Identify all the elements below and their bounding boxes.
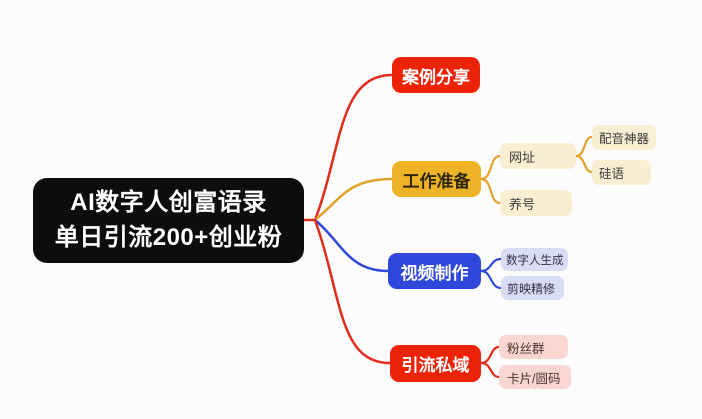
line-card-qrcode: [479, 361, 501, 379]
node-guiyu[interactable]: 硅语: [592, 160, 651, 185]
branch-line-work-prep: [313, 177, 394, 222]
node-website[interactable]: 网址: [500, 143, 576, 169]
branch-line-video-production: [313, 218, 390, 273]
line-website: [479, 154, 502, 181]
node-jianying-editing[interactable]: 剪映精修: [501, 276, 564, 300]
line-dubbing-tool: [574, 135, 594, 158]
branch-private-traffic[interactable]: 引流私域: [390, 345, 481, 382]
root-node[interactable]: AI数字人创富语录 单日引流200+创业粉: [33, 178, 304, 263]
node-card-qrcode[interactable]: 卡片/圆码: [499, 365, 571, 389]
branch-video-production[interactable]: 视频制作: [388, 253, 481, 289]
node-nurture-account[interactable]: 养号: [500, 190, 572, 216]
line-guiyu: [574, 154, 594, 174]
root-title-line1: AI数字人创富语录: [70, 189, 267, 217]
node-digital-human-generation[interactable]: 数字人生成: [501, 248, 568, 271]
line-nurture-account: [479, 177, 502, 205]
line-fans-group: [479, 345, 501, 365]
line-jianying-editing: [479, 269, 503, 290]
node-dubbing-tool[interactable]: 配音神器: [592, 125, 656, 150]
line-digital-human-generation: [479, 257, 503, 273]
branch-work-prep[interactable]: 工作准备: [392, 161, 481, 197]
root-title-line2: 单日引流200+创业粉: [54, 223, 283, 251]
node-fans-group[interactable]: 粉丝群: [499, 335, 568, 359]
branch-case-share[interactable]: 案例分享: [392, 57, 480, 93]
branch-line-case-share: [313, 73, 394, 222]
branch-line-private-traffic: [313, 218, 392, 365]
